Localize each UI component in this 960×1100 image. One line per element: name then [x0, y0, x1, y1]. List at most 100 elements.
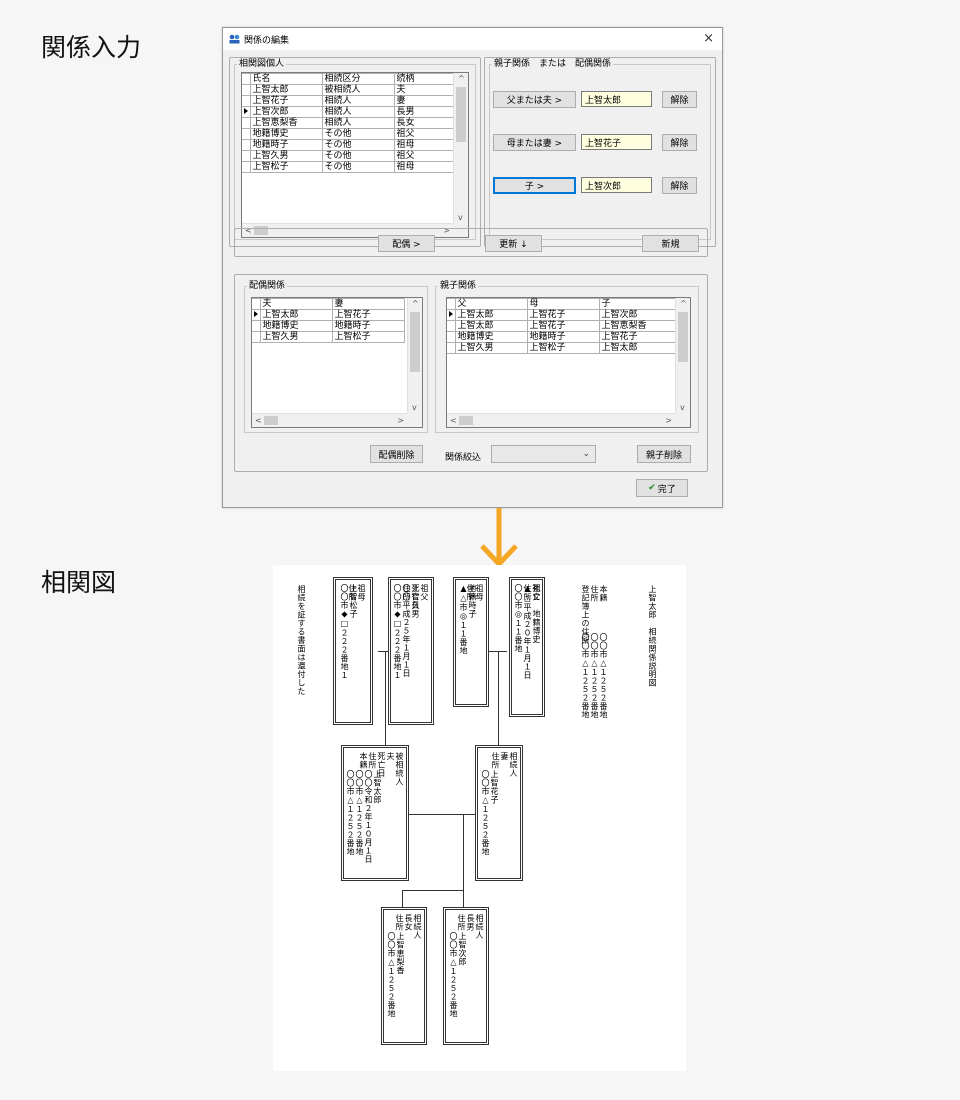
cell: 上智松子 — [249, 161, 323, 173]
scroll-thumb[interactable] — [254, 226, 268, 235]
cell: 上智花子 — [526, 309, 600, 321]
spouse-button[interactable]: 配偶 > — [378, 235, 435, 252]
scroll-up-icon[interactable]: ^ — [458, 74, 465, 83]
scroll-thumb[interactable] — [264, 416, 278, 425]
scroll-thumb[interactable] — [459, 416, 473, 425]
person-box-grandfather-2: 祖父 死亡日 住所 上智久男 〇〇平成２５年１月１日 〇〇市◆□２２２番地１ — [388, 577, 434, 725]
relation-filter-select[interactable]: ⌄ — [491, 445, 596, 463]
horizontal-scrollbar[interactable]: <> — [252, 413, 407, 427]
table-row[interactable]: 上智花子相続人妻 — [242, 95, 455, 107]
delete-spouse-button[interactable]: 配偶削除 — [370, 445, 423, 463]
table-row[interactable]: 上智太郎上智花子上智恵梨香 — [447, 320, 678, 332]
horizontal-scrollbar[interactable]: <> — [242, 223, 453, 237]
person-box-grandmother-1: 祖母 住所 地籍時子 ▲△市◎１１番地 — [453, 577, 489, 707]
persons-grid[interactable]: 氏名相続区分続柄 上智太郎被相続人夫 上智花子相続人妻 上智次郎相続人長男 上智… — [241, 72, 469, 238]
done-button[interactable]: ✔ 完了 — [636, 479, 688, 497]
new-button[interactable]: 新規 — [642, 235, 699, 252]
cell: 上智花子 — [526, 320, 600, 332]
mother-cancel-button[interactable]: 解除 — [662, 134, 697, 151]
cell: 長女 — [393, 117, 455, 129]
table-row[interactable]: 地籍博史地籍時子 — [252, 320, 405, 332]
scroll-thumb[interactable] — [410, 312, 420, 372]
scroll-down-icon[interactable]: v — [680, 403, 685, 412]
father-or-husband-button[interactable]: 父または夫 > — [493, 91, 576, 108]
close-icon[interactable]: × — [703, 31, 714, 46]
person-box-deceased: 被相続人 夫 死亡日 住所 本籍 上智太郎 〇〇令和２年１０月１日 〇〇市△１２… — [341, 745, 409, 881]
scroll-right-icon[interactable]: > — [665, 416, 672, 425]
col-header-child[interactable]: 子 — [598, 298, 678, 310]
cell: 上智恵梨香 — [598, 320, 678, 332]
scroll-up-icon[interactable]: ^ — [680, 299, 687, 308]
col-header-name[interactable]: 氏名 — [249, 73, 323, 85]
scroll-up-icon[interactable]: ^ — [412, 299, 419, 308]
delete-parent-button[interactable]: 親子削除 — [637, 445, 691, 463]
cell: 上智花子 — [331, 309, 405, 321]
scroll-thumb[interactable] — [678, 312, 688, 362]
spouse-grid[interactable]: 夫妻 上智太郎上智花子 地籍博史地籍時子 上智久男上智松子 ^v <> — [251, 297, 423, 428]
vertical-scrollbar[interactable]: ^v — [675, 298, 690, 413]
table-row[interactable]: 上智恵梨香相続人長女 — [242, 117, 455, 129]
horizontal-scrollbar[interactable]: <> — [447, 413, 675, 427]
table-row-selected[interactable]: 上智太郎上智花子上智次郎 — [447, 309, 678, 321]
honseki-labels: 本籍 住所 登記簿上の住所 — [581, 585, 608, 645]
table-row[interactable]: 上智久男その他祖父 — [242, 150, 455, 162]
cell: 夫 — [393, 84, 455, 96]
cell: 妻 — [393, 95, 455, 107]
relation-edit-dialog: 関係の編集 × 相関図個人 氏名相続区分続柄 上智太郎被相続人夫 上智花子相続人… — [222, 27, 723, 508]
cell: 祖母 — [393, 139, 455, 151]
cell: 地籍時子 — [249, 139, 323, 151]
child-value-field[interactable]: 上智次郎 — [581, 177, 652, 193]
person-labels: 相続人 長女 住所 — [395, 914, 422, 940]
cell: 地籍博史 — [454, 331, 528, 343]
mother-or-wife-button[interactable]: 母または妻 > — [493, 134, 576, 151]
table-row-selected[interactable]: 上智次郎相続人長男 — [242, 106, 455, 118]
scroll-right-icon[interactable]: > — [397, 416, 404, 425]
col-header-mother[interactable]: 母 — [526, 298, 600, 310]
table-row[interactable]: 地籍博史その他祖父 — [242, 128, 455, 140]
table-row[interactable]: 上智久男上智松子 — [252, 331, 405, 343]
row-pointer-icon — [254, 311, 258, 317]
done-label: 完了 — [657, 484, 676, 495]
person-box-son: 相続人 長男 住所 上智次郎 〇〇市△１２５２番地 — [443, 907, 489, 1045]
relation-panel: 親子関係 または 配偶関係 父または夫 > 上智太郎 解除 母または妻 > 上智… — [484, 57, 716, 247]
scroll-down-icon[interactable]: v — [412, 403, 417, 412]
connector — [498, 651, 499, 745]
col-header-wife[interactable]: 妻 — [331, 298, 405, 310]
cell: 上智松子 — [526, 342, 600, 354]
person-labels: 死亡 住所 — [523, 584, 541, 601]
col-header-father[interactable]: 父 — [454, 298, 528, 310]
table-row[interactable]: 上智久男上智松子上智太郎 — [447, 342, 678, 354]
cell: 被相続人 — [321, 84, 395, 96]
table-row[interactable]: 地籍時子その他祖母 — [242, 139, 455, 151]
child-cancel-button[interactable]: 解除 — [662, 177, 697, 194]
father-cancel-button[interactable]: 解除 — [662, 91, 697, 108]
cell: 地籍時子 — [526, 331, 600, 343]
person-values: 上智久男 〇〇平成２５年１月１日 〇〇市◆□２２２番地１ — [393, 584, 420, 680]
scroll-down-icon[interactable]: v — [458, 213, 463, 222]
parent-grid[interactable]: 父母子 上智太郎上智花子上智次郎 上智太郎上智花子上智恵梨香 地籍博史地籍時子上… — [446, 297, 691, 428]
scroll-left-icon[interactable]: < — [245, 226, 252, 235]
vertical-scrollbar[interactable]: ^v — [407, 298, 422, 413]
table-row[interactable]: 上智太郎被相続人夫 — [242, 84, 455, 96]
scroll-left-icon[interactable]: < — [450, 416, 457, 425]
table-row[interactable]: 上智松子その他祖母 — [242, 161, 455, 173]
table-row-selected[interactable]: 上智太郎上智花子 — [252, 309, 405, 321]
persons-group-title: 相関図個人 — [237, 58, 287, 70]
father-value-field[interactable]: 上智太郎 — [581, 91, 652, 107]
scroll-thumb[interactable] — [456, 87, 466, 142]
col-header-category[interactable]: 相続区分 — [321, 73, 395, 85]
scroll-right-icon[interactable]: > — [443, 226, 450, 235]
cell: 上智次郎 — [249, 106, 323, 118]
mother-value-field[interactable]: 上智花子 — [581, 134, 652, 150]
vertical-scrollbar[interactable]: ^v — [453, 73, 468, 223]
child-button[interactable]: 子 > — [493, 177, 576, 194]
table-row[interactable]: 地籍博史地籍時子上智花子 — [447, 331, 678, 343]
chart-title: 上智太郎 相続関係説明図 — [648, 585, 657, 687]
scroll-left-icon[interactable]: < — [255, 416, 262, 425]
update-button[interactable]: 更新 ↓ — [485, 235, 542, 252]
col-header-relation[interactable]: 続柄 — [393, 73, 455, 85]
connector — [402, 890, 464, 891]
person-box-wife: 相続人 妻 住所 上智花子 〇〇市△１２５２番地 — [475, 745, 523, 881]
cell: 祖母 — [393, 161, 455, 173]
col-header-husband[interactable]: 夫 — [259, 298, 333, 310]
